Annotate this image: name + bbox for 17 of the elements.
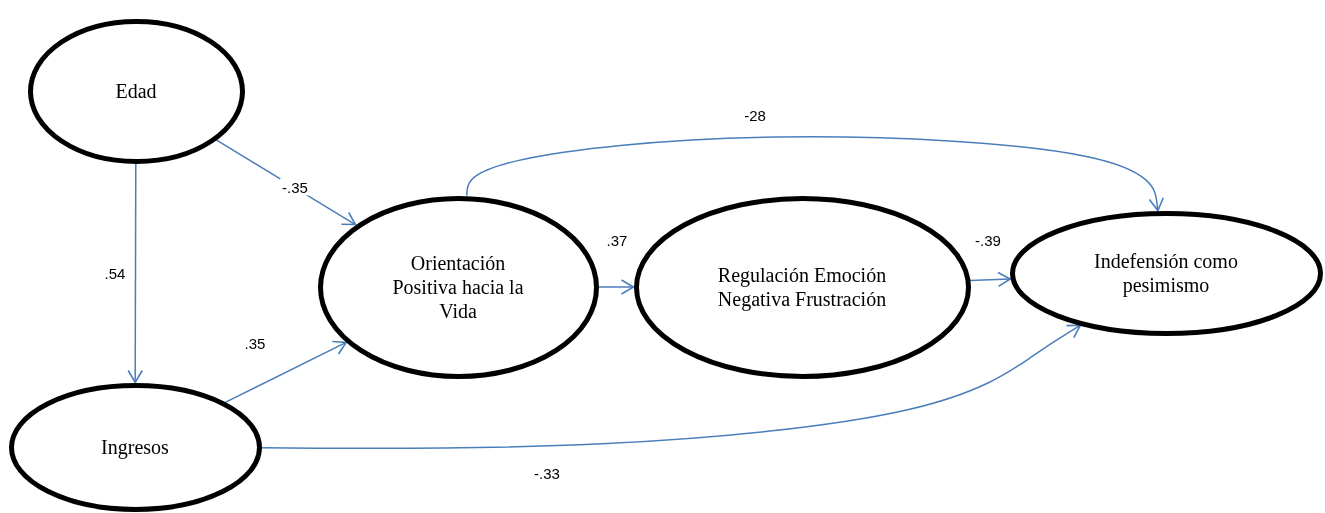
ellipse-node xyxy=(27,18,245,164)
arrow xyxy=(225,340,347,403)
arrow xyxy=(260,324,1082,450)
ellipse-node xyxy=(633,195,971,379)
node-label: Edad xyxy=(114,79,158,103)
edge-label: -.35 xyxy=(280,178,310,196)
node-label: Orientación Positiva hacia la Vida xyxy=(391,251,525,323)
node-label: Regulación Emoción Negativa Frustración xyxy=(716,263,888,311)
arrow xyxy=(597,279,635,295)
node-label: Indefensión como pesimismo xyxy=(1093,249,1239,297)
ellipse-node xyxy=(1009,210,1323,336)
ellipse-node xyxy=(317,195,599,379)
node-label: Ingresos xyxy=(100,435,170,459)
arrow xyxy=(969,271,1011,288)
ellipse-node xyxy=(8,382,262,512)
arrow xyxy=(465,136,1165,212)
arrow xyxy=(127,162,143,384)
